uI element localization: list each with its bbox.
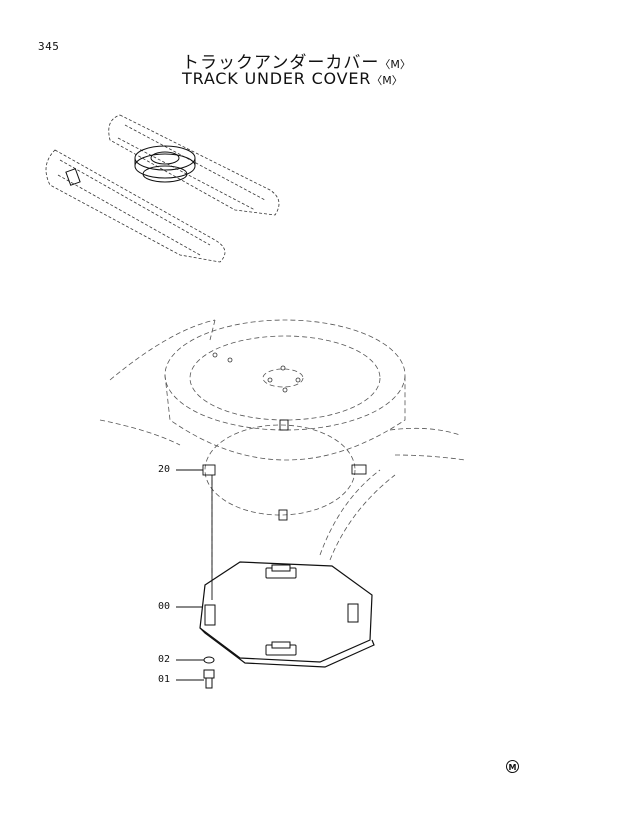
frame-dashed-outline [99, 319, 466, 575]
overview-cover [65, 145, 196, 186]
title-japanese: トラックアンダーカバー〈M〉 [182, 48, 411, 73]
callout-20: 20 [158, 464, 171, 475]
leader-lines [176, 469, 213, 681]
title-jp-text: トラックアンダーカバー [182, 53, 380, 73]
frame-holes [212, 352, 301, 393]
track-under-cover-plate [199, 561, 375, 668]
title-en-suffix: 〈M〉 [371, 74, 403, 87]
callout-00: 00 [158, 601, 171, 612]
frame-brackets [202, 419, 367, 521]
overview-track-right [108, 114, 280, 216]
overview-track-shoes-right [117, 124, 266, 211]
page-number: 345 [38, 40, 60, 53]
callout-01: 01 [158, 674, 171, 685]
title-english: TRACK UNDER COVER〈M〉 [182, 69, 403, 88]
bolt [203, 669, 215, 689]
title-en-text: TRACK UNDER COVER [182, 69, 372, 88]
washer [203, 656, 215, 664]
model-mark-badge: M [506, 760, 519, 773]
overview-track-shoes-left [57, 159, 211, 256]
overview-track-left [45, 149, 226, 263]
overview-undercarriage [45, 114, 280, 263]
callout-02: 02 [158, 654, 171, 665]
cover-plate-lugs [204, 564, 359, 656]
title-jp-suffix: 〈M〉 [379, 58, 411, 71]
